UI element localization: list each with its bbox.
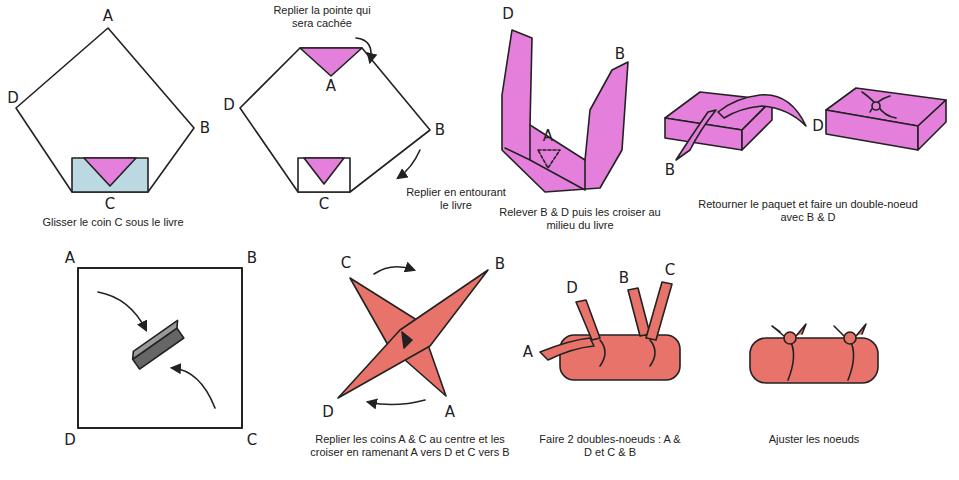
ribbon-a xyxy=(540,338,594,360)
cloth-crossed xyxy=(338,267,488,405)
fold-lines xyxy=(505,125,585,190)
folded-point xyxy=(300,48,362,76)
corner-letter: D xyxy=(60,432,80,449)
corner-letter: B xyxy=(610,46,630,63)
knot xyxy=(844,332,856,344)
corner-letter: A xyxy=(321,78,341,95)
corner-letter: C xyxy=(660,262,680,279)
ribbon-d xyxy=(718,95,806,126)
step-caption: Relever B & D puis les croiser au milieu… xyxy=(493,206,668,231)
corner-letter: C xyxy=(336,255,356,272)
package-tie xyxy=(665,88,946,160)
ribbon-d xyxy=(576,300,600,340)
ribbon-b xyxy=(676,110,716,160)
corner-letter: D xyxy=(219,97,239,114)
move-arrow xyxy=(368,400,425,405)
step-caption: Replier la pointe qui sera cachée xyxy=(262,4,382,29)
corner-letter: A xyxy=(98,8,118,25)
corner-letter: C xyxy=(314,196,334,213)
step-caption: Replier en entourant le livre xyxy=(406,186,506,211)
corner-letter: A xyxy=(538,128,558,145)
crossing xyxy=(402,332,412,348)
cloth-square xyxy=(78,268,242,428)
corner-letter: D xyxy=(562,280,582,297)
cloth-folded-top xyxy=(240,38,430,192)
knot-ends xyxy=(834,324,866,336)
move-arrow xyxy=(374,267,414,274)
cloth-outline xyxy=(78,268,242,428)
flap-d-b xyxy=(338,270,488,398)
corner-letter: B xyxy=(195,120,215,137)
corner-letter: B xyxy=(490,256,510,273)
corner-letter: B xyxy=(242,250,262,267)
ribbon-c xyxy=(646,282,672,340)
hidden-corner xyxy=(538,150,560,168)
corner-letter: C xyxy=(242,432,262,449)
bar-object xyxy=(129,320,188,369)
knot-ends xyxy=(772,324,806,336)
corner-letter: D xyxy=(808,118,828,135)
corner-letter: B xyxy=(614,270,634,287)
cloth-diamond xyxy=(16,28,194,192)
knot xyxy=(784,332,796,344)
fold-lines xyxy=(788,340,854,380)
step-caption: Retourner le paquet et faire un double-n… xyxy=(693,198,923,223)
corner-letter: A xyxy=(60,250,80,267)
step-caption: Ajuster les noeuds xyxy=(739,433,889,446)
bar-top xyxy=(129,320,181,359)
package2-front xyxy=(826,110,918,150)
book xyxy=(72,158,148,192)
step-caption: Faire 2 doubles-noeuds : A & D et C & B xyxy=(535,433,685,458)
ribbon-b xyxy=(628,288,650,336)
fold-lines xyxy=(600,340,655,366)
fold-arrow xyxy=(98,292,146,330)
wrap-arrow xyxy=(398,150,420,178)
package2-knot xyxy=(862,92,896,118)
cloth-outline xyxy=(240,48,430,192)
package2-side xyxy=(918,100,946,150)
book xyxy=(298,158,350,192)
corner-letter: D xyxy=(498,6,518,23)
knot xyxy=(872,102,880,110)
roll-knotting xyxy=(540,282,680,380)
corner-letter: B xyxy=(660,162,680,179)
fold-arrow xyxy=(356,38,371,62)
cloth-outline xyxy=(16,28,194,192)
corner-letter: D xyxy=(3,90,23,107)
fold-arrow xyxy=(172,368,215,408)
cloth-shape xyxy=(502,30,628,192)
corner-c xyxy=(84,158,136,186)
roll-finished xyxy=(750,324,878,383)
step-caption: Replier les coins A & C au centre et les… xyxy=(298,433,523,458)
roll-body xyxy=(750,338,878,383)
corner-c xyxy=(304,158,344,184)
corner-letter: D xyxy=(318,404,338,421)
cloth-raised xyxy=(502,30,628,192)
corner-letter: A xyxy=(440,404,460,421)
corner-letter: A xyxy=(518,344,538,361)
corner-letter: B xyxy=(430,122,450,139)
corner-letter: C xyxy=(100,196,120,213)
step-caption: Glisser le coin C sous le livre xyxy=(13,216,213,229)
